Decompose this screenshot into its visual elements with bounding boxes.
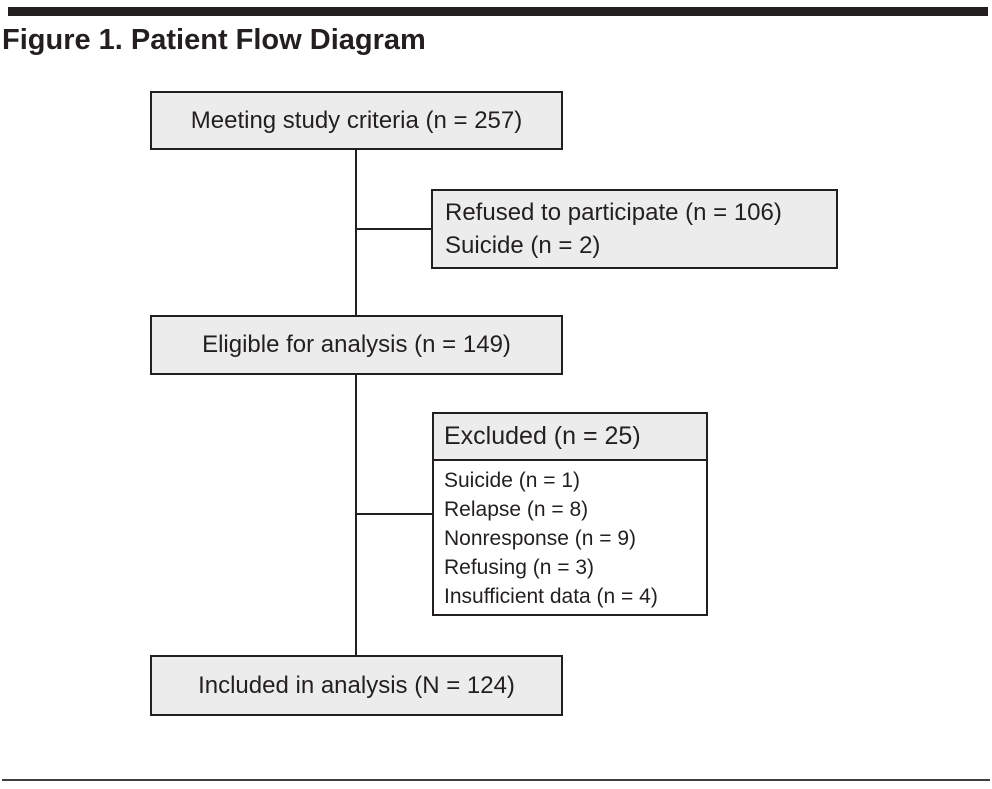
excluded-header-label: Excluded (n = 25) — [444, 421, 641, 450]
node-meeting-criteria: Meeting study criteria (n = 257) — [150, 91, 563, 150]
excluded-header: Excluded (n = 25) — [434, 414, 706, 461]
bottom-rule — [2, 779, 990, 781]
node-refused-to-participate: Refused to participate (n = 106) Suicide… — [431, 189, 838, 269]
connector-branch-refused — [356, 228, 431, 230]
figure-title: Figure 1. Patient Flow Diagram — [2, 24, 426, 56]
excluded-item: Nonresponse (n = 9) — [444, 527, 637, 550]
excluded-item: Relapse (n = 8) — [444, 498, 589, 521]
connector-branch-excluded — [356, 513, 432, 515]
top-rule — [8, 7, 988, 16]
node-included-in-analysis: Included in analysis (N = 124) — [150, 655, 563, 716]
refused-line-1: Refused to participate (n = 106) — [445, 199, 782, 226]
refused-line-2: Suicide (n = 2) — [445, 232, 601, 259]
excluded-reason-list: Suicide (n = 1) Relapse (n = 8) Nonrespo… — [434, 461, 706, 611]
excluded-item: Suicide (n = 1) — [444, 469, 580, 492]
node-eligible-for-analysis: Eligible for analysis (n = 149) — [150, 315, 563, 375]
node-meeting-criteria-label: Meeting study criteria (n = 257) — [190, 106, 523, 134]
excluded-item: Refusing (n = 3) — [444, 556, 594, 579]
excluded-item: Insufficient data (n = 4) — [444, 585, 658, 608]
node-eligible-for-analysis-label: Eligible for analysis (n = 149) — [202, 331, 511, 358]
node-excluded: Excluded (n = 25) Suicide (n = 1) Relaps… — [432, 412, 708, 616]
connector-meeting-to-eligible — [355, 150, 357, 315]
node-included-in-analysis-label: Included in analysis (N = 124) — [198, 671, 515, 699]
connector-eligible-to-included — [355, 375, 357, 655]
